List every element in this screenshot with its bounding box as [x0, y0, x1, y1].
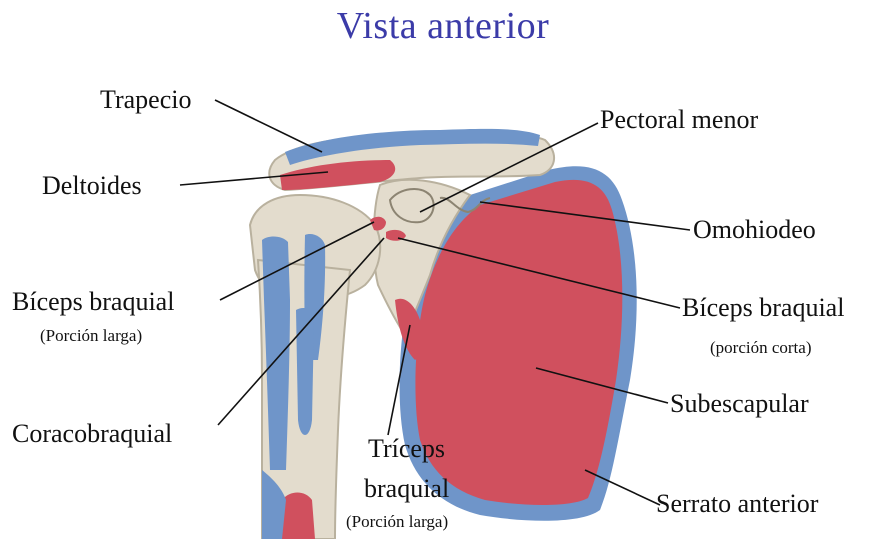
- label-biceps-corta-sub: (porción corta): [710, 338, 811, 358]
- label-triceps-line2: braquial: [364, 475, 449, 503]
- label-trapecio: Trapecio: [100, 86, 191, 114]
- humerus-red-attachment: [282, 493, 315, 539]
- label-triceps-line1: Tríceps: [368, 435, 445, 463]
- label-biceps-larga: Bíceps braquial: [12, 288, 174, 316]
- label-triceps-sub: (Porción larga): [346, 512, 448, 532]
- label-coracobraquial: Coracobraquial: [12, 420, 172, 448]
- label-pectoral-menor: Pectoral menor: [600, 106, 758, 134]
- label-biceps-corta: Bíceps braquial: [682, 294, 844, 322]
- label-deltoides: Deltoides: [42, 172, 142, 200]
- label-subescapular: Subescapular: [670, 390, 809, 418]
- label-biceps-larga-sub: (Porción larga): [40, 326, 142, 346]
- label-omohiodeo: Omohiodeo: [693, 216, 816, 244]
- leader-trapecio: [215, 100, 322, 152]
- label-serrato: Serrato anterior: [656, 490, 818, 518]
